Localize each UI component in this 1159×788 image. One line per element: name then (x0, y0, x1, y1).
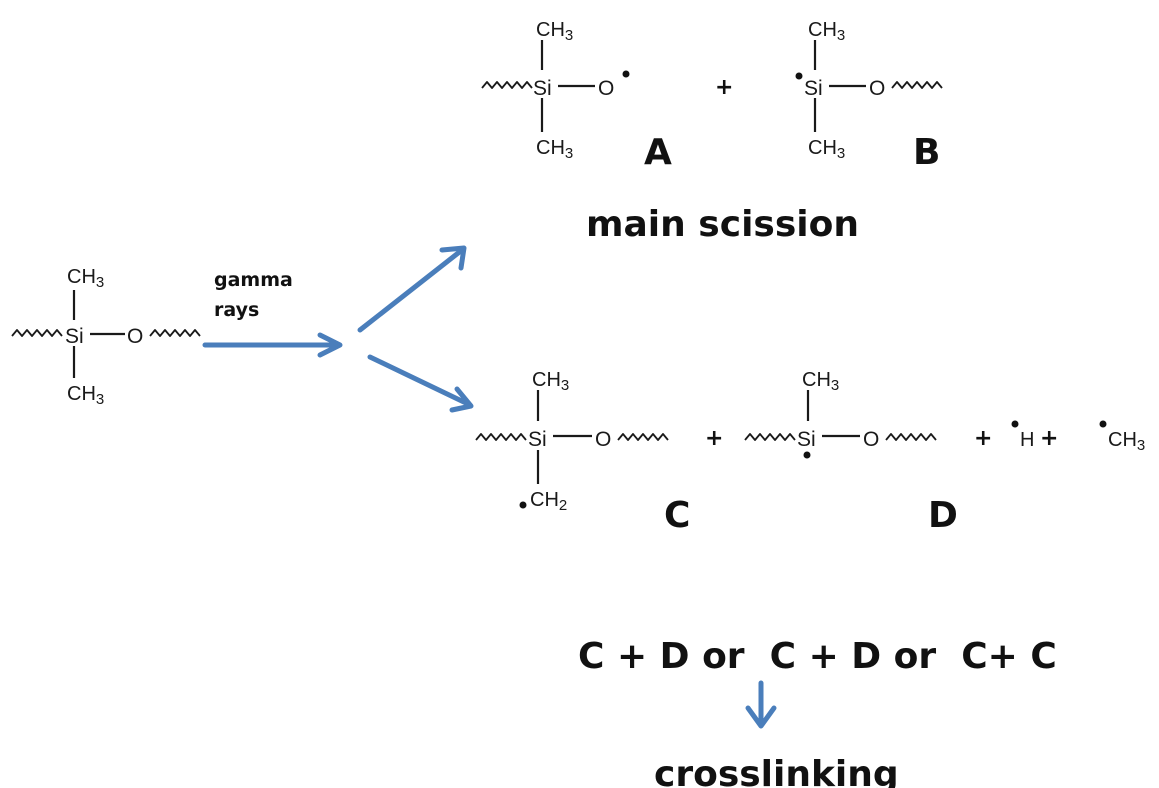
radical-c: Si O CH3 CH2 (475, 369, 669, 514)
radical-b: Si O CH3 CH3 (795, 19, 943, 162)
svg-text:O: O (595, 428, 611, 451)
starting-polymer: Si O CH3 CH3 (11, 266, 201, 408)
atom-o: O (127, 325, 143, 348)
combination-text: C + D or C + D or C+ C (578, 636, 1057, 677)
crosslinking-title: crosslinking (654, 754, 899, 788)
atom-si: Si (65, 325, 84, 348)
svg-text:CH2: CH2 (530, 489, 567, 514)
plus-h-ch3: + (1040, 426, 1058, 451)
svg-text:Si: Si (797, 428, 816, 451)
svg-text:CH3: CH3 (808, 137, 845, 162)
radical-ch3: CH3 (1099, 420, 1145, 454)
wavy-chain-left (11, 329, 63, 337)
plus-d-h: + (974, 426, 992, 451)
plus-c-d: + (705, 426, 723, 451)
svg-text:CH3: CH3 (536, 137, 573, 162)
svg-text:Si: Si (804, 77, 823, 100)
svg-text:O: O (598, 77, 614, 100)
svg-text:H: H (1020, 429, 1034, 451)
label-c: C (664, 495, 690, 536)
svg-text:CH3: CH3 (808, 19, 845, 44)
wavy-chain-right (149, 329, 201, 337)
radical-a: Si O CH3 CH3 (481, 19, 630, 162)
group-ch3-top: CH3 (67, 266, 104, 291)
svg-text:Si: Si (528, 428, 547, 451)
svg-text:CH3: CH3 (802, 369, 839, 394)
svg-text:CH3: CH3 (1108, 429, 1145, 454)
svg-text:O: O (869, 77, 885, 100)
branch-arrow-down (367, 354, 474, 413)
group-ch3-bottom: CH3 (67, 383, 104, 408)
main-scission-title: main scission (586, 204, 859, 245)
reagent-gamma: gamma (214, 269, 293, 291)
radical-d: Si O CH3 (744, 369, 937, 459)
reaction-arrow (202, 332, 343, 358)
svg-text:CH3: CH3 (532, 369, 569, 394)
svg-text:O: O (863, 428, 879, 451)
branch-arrow-up (357, 245, 467, 333)
svg-text:CH3: CH3 (536, 19, 573, 44)
plus-a-b: + (715, 75, 733, 100)
label-a: A (644, 132, 672, 173)
label-b: B (913, 132, 940, 173)
radical-h: H (1011, 420, 1034, 451)
reagent-rays: rays (214, 299, 259, 321)
crosslink-arrow (745, 680, 777, 729)
label-d: D (928, 495, 958, 536)
svg-text:Si: Si (533, 77, 552, 100)
